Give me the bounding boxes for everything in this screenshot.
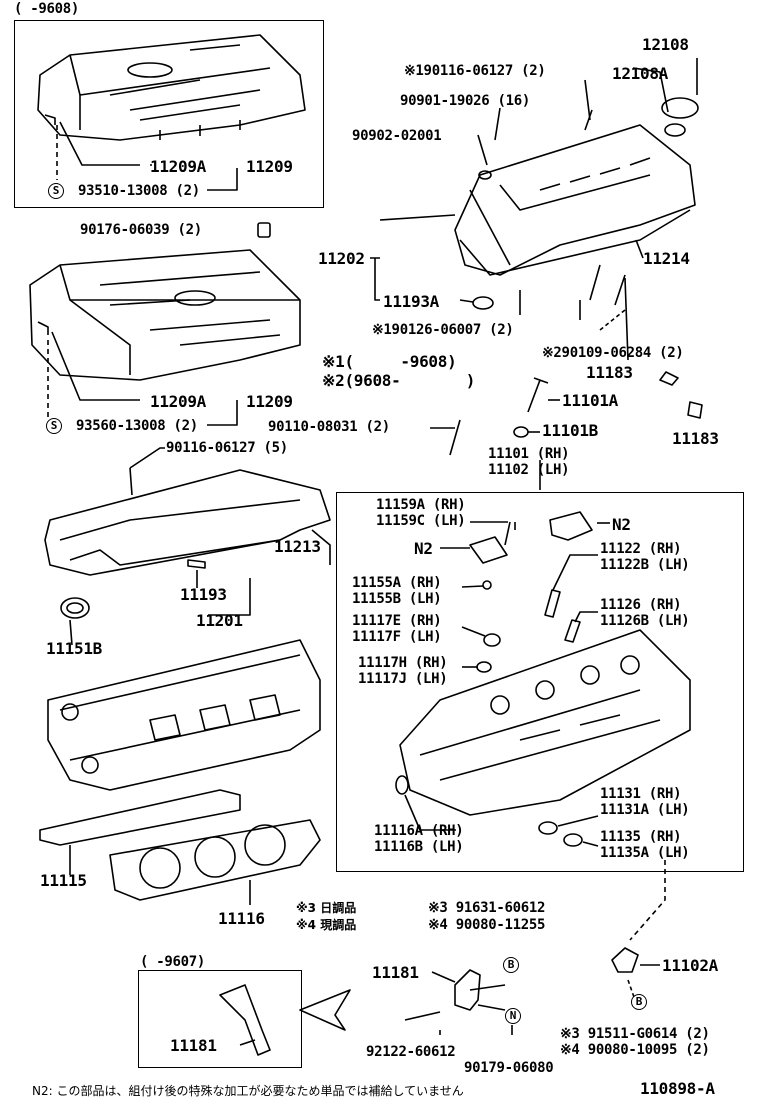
label-93560-13008: 93560-13008 (2) <box>76 418 198 434</box>
label-90902-02001: 90902-02001 <box>352 128 442 144</box>
label-11193: 11193 <box>180 585 227 604</box>
note-s3-japan: ※3 日調品 <box>296 901 357 915</box>
label-11181-mid: 11181 <box>372 963 419 982</box>
label-11159a: 11159A (RH) <box>376 497 466 513</box>
label-11102a: 11102A <box>662 956 718 975</box>
legend-note-2: ※2(9608- ) <box>322 371 476 390</box>
engine-cover-upper-drawing <box>37 34 306 141</box>
region-early-cover-box <box>14 20 324 208</box>
label-n2-left: N2 <box>414 539 433 558</box>
label-11116: 11116 <box>218 909 265 928</box>
label-92122-60612: 92122-60612 <box>366 1044 456 1060</box>
label-11209-mid: 11209 <box>246 392 293 411</box>
badge-b-right: B <box>631 994 647 1010</box>
label-11115: 11115 <box>40 871 87 890</box>
label-s3-91631: ※3 91631-60612 <box>428 900 546 916</box>
label-s3-91511: ※3 91511-G0614 (2) <box>560 1026 710 1042</box>
cylinder-head-cover-drawing <box>454 97 699 276</box>
label-11181-box: 11181 <box>170 1036 217 1055</box>
label-11193a: 11193A <box>383 292 439 311</box>
label-11126: 11126 (RH) <box>600 597 682 613</box>
label-11135: 11135 (RH) <box>600 829 682 845</box>
label-11101b: 11101B <box>542 421 598 440</box>
label-90116-06127-5: 90116-06127 (5) <box>166 440 288 456</box>
range-label-9607: ( -9607) <box>140 954 206 970</box>
label-11117j: 11117J (LH) <box>358 671 448 687</box>
label-11117h: 11117H (RH) <box>358 655 448 671</box>
badge-b-mid: B <box>503 957 519 973</box>
label-90110-08031: 90110-08031 (2) <box>268 419 390 435</box>
label-90179-06080: 90179-06080 <box>464 1060 554 1076</box>
label-12108a: 12108A <box>612 64 668 83</box>
label-11214: 11214 <box>643 249 690 268</box>
label-11122: 11122 (RH) <box>600 541 682 557</box>
label-11209a-mid: 11209A <box>150 392 206 411</box>
label-90901-19026: 90901-19026 (16) <box>400 93 531 109</box>
label-11117e: 11117E (RH) <box>352 613 442 629</box>
badge-s-upper: S <box>48 183 64 199</box>
region-cylinder-head-box <box>336 492 744 872</box>
diagram-number: 110898-A <box>640 1079 715 1098</box>
label-11135a: 11135A (LH) <box>600 845 690 861</box>
label-11126b: 11126B (LH) <box>600 613 690 629</box>
label-93510-13008: 93510-13008 (2) <box>78 183 200 199</box>
region-early-bracket-box <box>138 970 302 1068</box>
label-11101a: 11101A <box>562 391 618 410</box>
badge-n-mid: N <box>505 1008 521 1024</box>
label-11117f: 11117F (LH) <box>352 629 442 645</box>
label-11183-right: 11183 <box>672 429 719 448</box>
label-11116b: 11116B (LH) <box>374 839 464 855</box>
label-11213: 11213 <box>274 537 321 556</box>
engine-cover-lower-drawing <box>29 249 301 381</box>
label-11183-top: 11183 <box>586 363 633 382</box>
label-s4-90080-10095: ※4 90080-10095 (2) <box>560 1042 710 1058</box>
label-11155a: 11155A (RH) <box>352 575 442 591</box>
label-s4-90080-11255: ※4 90080-11255 <box>428 917 546 933</box>
label-11102-lh: 11102 (LH) <box>488 462 570 478</box>
label-90176-06039: 90176-06039 (2) <box>80 222 202 238</box>
label-190116-06127: ※190116-06127 (2) <box>404 63 546 79</box>
label-11201: 11201 <box>196 611 243 630</box>
label-12108: 12108 <box>642 35 689 54</box>
label-11209a-top: 11209A <box>150 157 206 176</box>
label-11209-top: 11209 <box>246 157 293 176</box>
cylinder-head-left-drawing <box>47 639 321 791</box>
label-11155b: 11155B (LH) <box>352 591 442 607</box>
label-n2-right: N2 <box>612 515 631 534</box>
badge-s-lower: S <box>46 418 62 434</box>
label-11101-rh: 11101 (RH) <box>488 446 570 462</box>
camshaft-housing-drawing <box>44 467 331 576</box>
label-11202: 11202 <box>318 249 365 268</box>
cylinder-head-right-drawing <box>399 629 691 816</box>
legend-note-1: ※1( -9608) <box>322 352 457 371</box>
label-11151b: 11151B <box>46 639 102 658</box>
range-label-9608: ( -9608) <box>14 1 80 17</box>
label-11159c: 11159C (LH) <box>376 513 466 529</box>
note-s4-local: ※4 現調品 <box>296 918 357 932</box>
label-11131: 11131 (RH) <box>600 786 682 802</box>
footnote-n2: N2: この部品は、組付け後の特殊な加工が必要なため単品では補給していません <box>32 1084 464 1098</box>
label-11122b: 11122B (LH) <box>600 557 690 573</box>
label-190126-06007: ※190126-06007 (2) <box>372 322 514 338</box>
label-11131a: 11131A (LH) <box>600 802 690 818</box>
label-290109-06284: ※290109-06284 (2) <box>542 345 684 361</box>
label-11116a: 11116A (RH) <box>374 823 464 839</box>
